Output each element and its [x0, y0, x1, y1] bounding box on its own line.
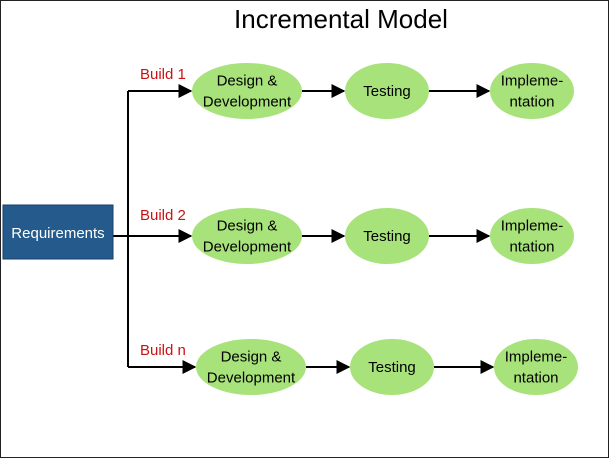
design-development-stage-ellipse — [192, 208, 302, 264]
implementation-stage: Impleme-ntation — [494, 339, 578, 395]
design-development-stage-label: Design & — [221, 349, 282, 366]
implementation-stage-ellipse — [490, 208, 574, 264]
design-development-stage-label: Design & — [217, 218, 278, 235]
design-development-stage-label: Development — [203, 239, 292, 256]
requirements-node: Requirements — [2, 204, 114, 260]
testing-stage-ellipse — [350, 339, 434, 395]
design-development-stage: Design & Development — [192, 208, 302, 264]
testing-stage: Testing — [345, 63, 429, 119]
build-row: Build 1 Design & Development Testing Impleme… — [140, 63, 574, 119]
testing-stage-label: Testing — [368, 359, 416, 376]
testing-stage-ellipse — [345, 208, 429, 264]
testing-stage: Testing — [350, 339, 434, 395]
build-label: Build 1 — [140, 66, 186, 83]
requirements-box — [2, 204, 114, 260]
testing-stage: Testing — [345, 208, 429, 264]
connectors — [113, 84, 495, 374]
testing-stage-label: Testing — [363, 228, 411, 245]
design-development-stage: Design & Development — [196, 339, 306, 395]
design-development-stage: Design & Development — [192, 63, 302, 119]
design-development-stage-label: Design & — [217, 73, 278, 90]
build-label: Build n — [140, 342, 186, 359]
implementation-stage: Impleme-ntation — [490, 208, 574, 264]
implementation-stage: Impleme-ntation — [490, 63, 574, 119]
requirements-label: Requirements — [11, 225, 104, 242]
diagram-title: Incremental Model — [234, 4, 448, 34]
implementation-stage-ellipse — [494, 339, 578, 395]
build-row: Build 2 Design & Development Testing Impleme… — [140, 207, 574, 264]
implementation-stage-label: Impleme- — [501, 218, 564, 235]
design-development-stage-ellipse — [192, 63, 302, 119]
implementation-stage-label: Impleme- — [505, 349, 568, 366]
implementation-stage-label: ntation — [509, 239, 554, 256]
implementation-stage-label: ntation — [513, 370, 558, 387]
design-development-stage-label: Development — [203, 94, 292, 111]
implementation-stage-label: ntation — [509, 94, 554, 111]
build-label: Build 2 — [140, 207, 186, 224]
testing-stage-ellipse — [345, 63, 429, 119]
implementation-stage-ellipse — [490, 63, 574, 119]
design-development-stage-ellipse — [196, 339, 306, 395]
testing-stage-label: Testing — [363, 83, 411, 100]
build-row: Build n Design & Development Testing Impleme… — [140, 339, 578, 395]
implementation-stage-label: Impleme- — [501, 73, 564, 90]
design-development-stage-label: Development — [207, 370, 296, 387]
